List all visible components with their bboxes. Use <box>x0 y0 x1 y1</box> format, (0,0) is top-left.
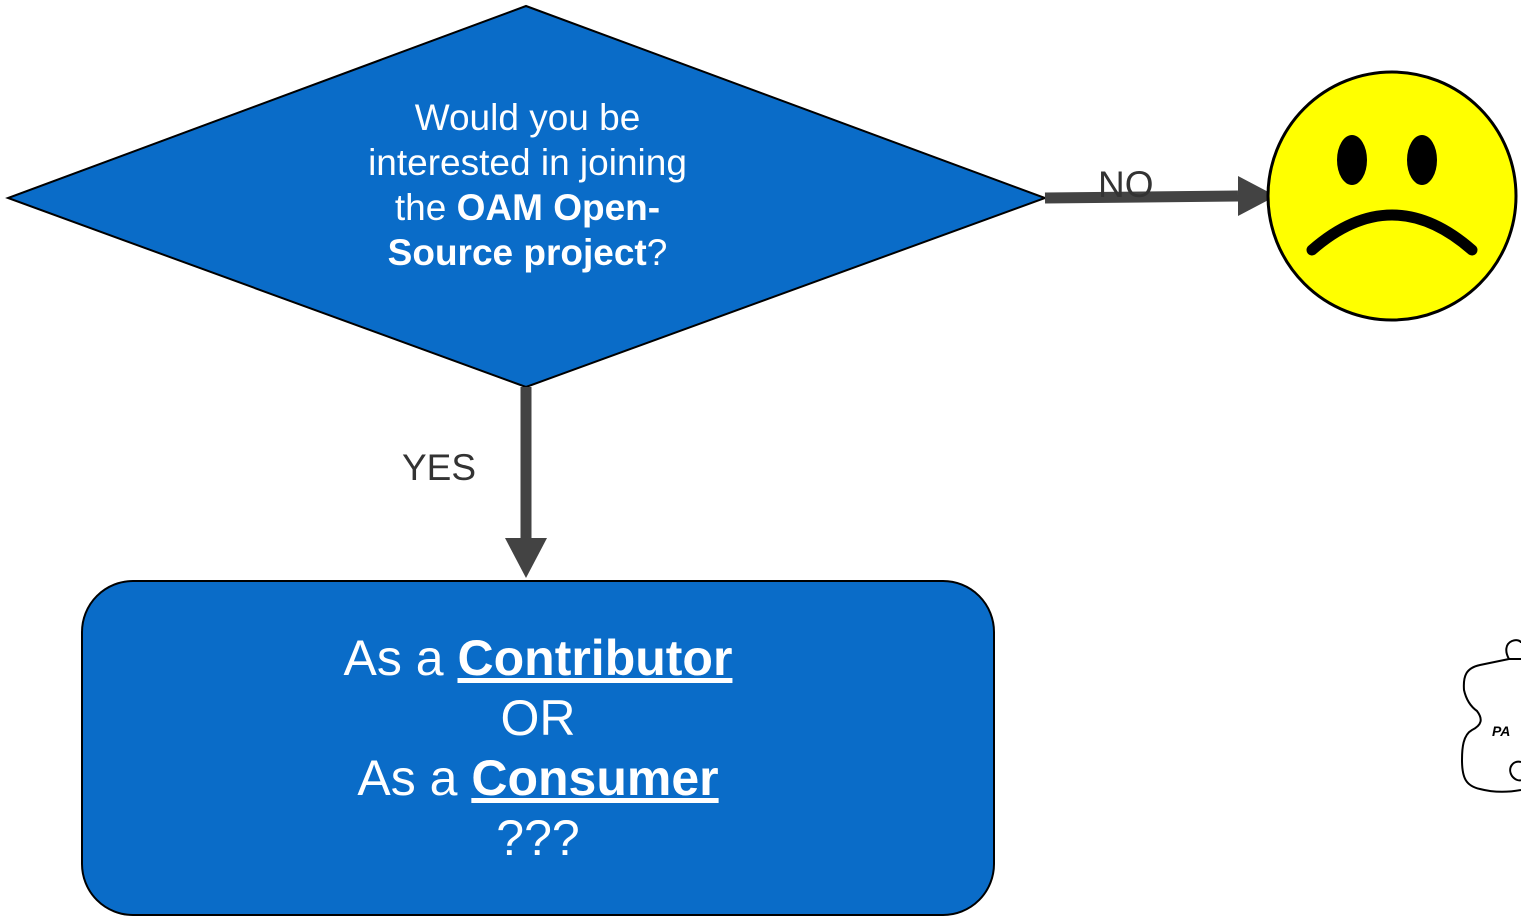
project-name-part-2: Source project <box>387 232 647 273</box>
no-arrow <box>1044 176 1276 216</box>
decision-question-mark: ? <box>646 232 668 273</box>
result-line-3-prefix: As a <box>357 750 472 806</box>
result-line-3: As a Consumer <box>83 748 993 808</box>
result-line-1-prefix: As a <box>343 630 458 686</box>
decision-line-1: Would you be <box>414 97 641 138</box>
decision-line-3: the OAM Open- <box>300 185 755 230</box>
decision-question: Would you be interested in joining the O… <box>300 95 755 275</box>
puzzle-piece-icon: PA <box>1460 639 1521 793</box>
consumer-role: Consumer <box>471 750 719 806</box>
puzzle-text: PA <box>1492 723 1510 739</box>
contributor-role: Contributor <box>457 630 733 686</box>
result-line-2: OR <box>500 690 576 746</box>
yes-label: YES <box>402 447 477 488</box>
result-box: As a Contributor OR As a Consumer ??? <box>81 580 995 916</box>
yes-arrow <box>505 387 547 578</box>
no-label: NO <box>1098 164 1154 205</box>
result-line-4: ??? <box>496 810 580 866</box>
project-name-part-1: OAM Open- <box>456 187 661 228</box>
result-line-1: As a Contributor <box>83 628 993 688</box>
decision-line-4: Source project? <box>300 230 755 275</box>
decision-line-3-prefix: the <box>394 187 457 228</box>
decision-line-2: interested in joining <box>368 142 687 183</box>
sad-face-icon <box>1266 70 1518 322</box>
